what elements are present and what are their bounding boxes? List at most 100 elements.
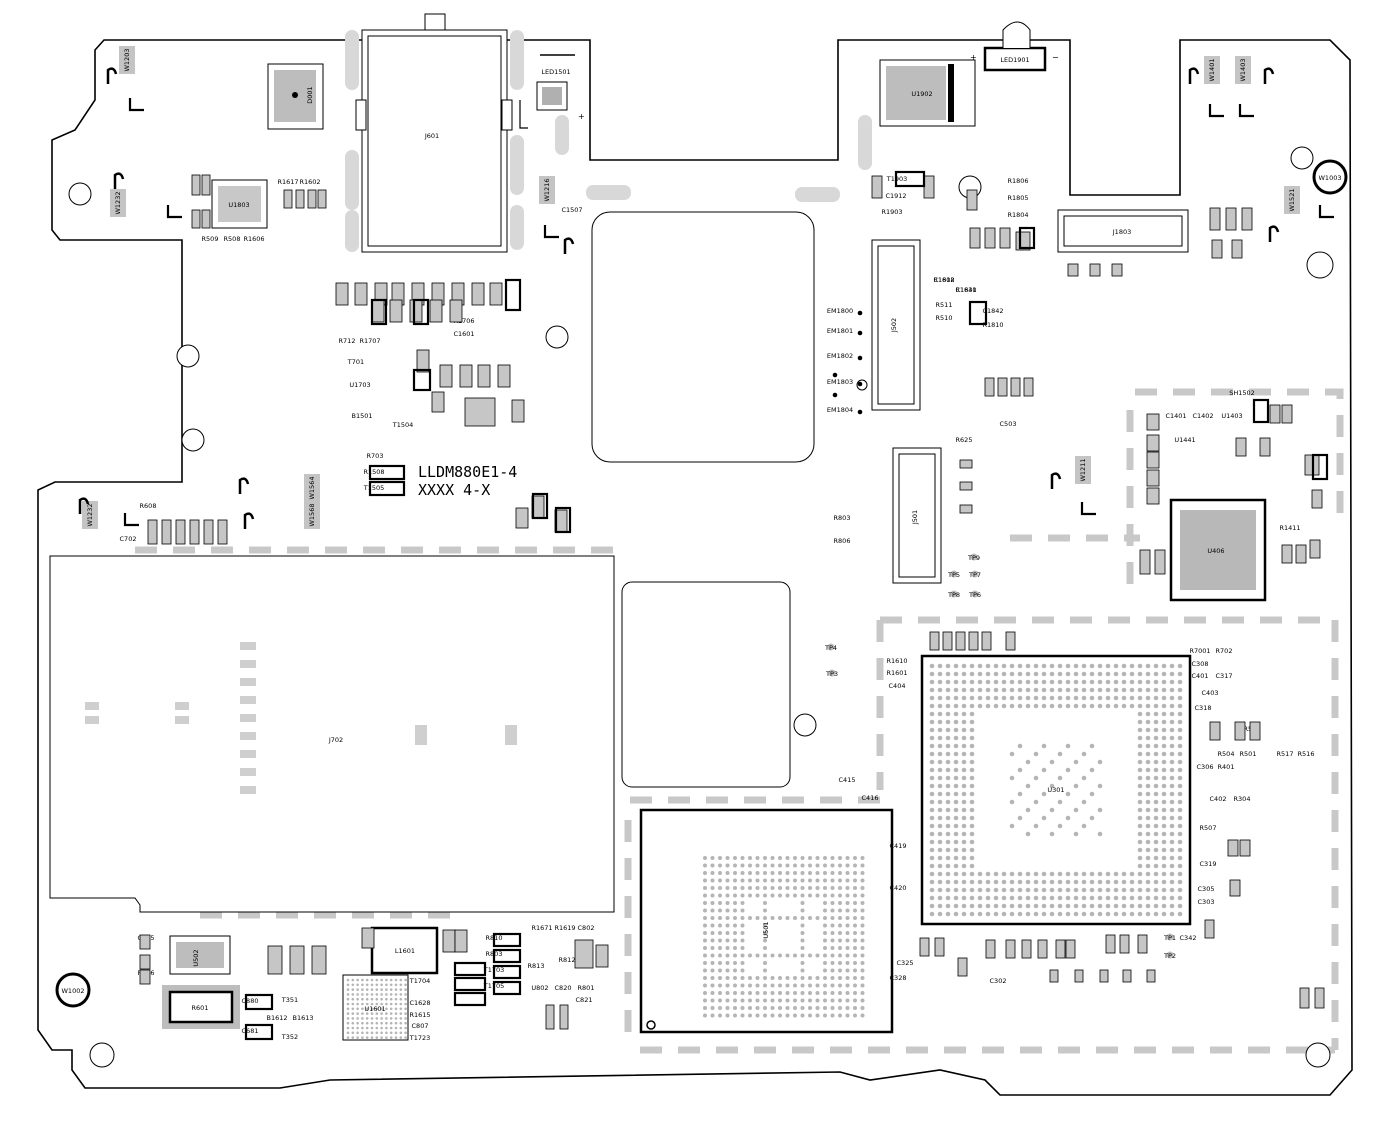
passive-footprint xyxy=(283,189,293,209)
svg-text:W1232: W1232 xyxy=(114,192,122,215)
shield-frame-bottom xyxy=(624,616,1339,1054)
component-t701: T701 xyxy=(347,358,364,366)
svg-text:C1818: C1818 xyxy=(933,276,954,284)
board-marking-line1: LLDM880E1-4 xyxy=(418,463,517,481)
passive-footprint xyxy=(1281,544,1293,564)
component-b1613: B1613 xyxy=(292,1014,313,1022)
passive-footprint xyxy=(1209,721,1221,741)
component-w1403: W1403 xyxy=(1235,56,1251,84)
component-u802: U802 xyxy=(531,984,548,992)
component-w1521: W1521 xyxy=(1284,186,1300,214)
svg-text:C821: C821 xyxy=(576,996,593,1004)
svg-text:R1903: R1903 xyxy=(881,208,902,216)
svg-text:R1706: R1706 xyxy=(453,317,474,325)
passive-footprint xyxy=(942,631,953,651)
passive-footprint xyxy=(511,399,525,423)
corner-mark xyxy=(543,225,559,239)
svg-text:R1806: R1806 xyxy=(1007,177,1028,185)
pin1-hook xyxy=(1263,67,1275,84)
passive-footprint xyxy=(1227,839,1239,857)
connector-j1803: J1803 xyxy=(1057,209,1189,253)
svg-text:C880: C880 xyxy=(242,997,259,1005)
l1601-label: L1601 xyxy=(395,947,415,955)
svg-text:C306: C306 xyxy=(1197,763,1214,771)
svg-text:R1619: R1619 xyxy=(554,924,575,932)
d001-label: D001 xyxy=(306,86,314,103)
passive-footprint xyxy=(923,175,935,199)
passive-footprint xyxy=(1146,434,1160,452)
svg-text:C503: C503 xyxy=(1000,420,1017,428)
component-em1801: EM1801 xyxy=(827,327,853,335)
passive-footprint xyxy=(1239,839,1251,857)
svg-text:T1504: T1504 xyxy=(392,421,414,429)
svg-text:EM1801: EM1801 xyxy=(827,327,853,335)
svg-text:W1568: W1568 xyxy=(308,504,316,527)
passive-footprint xyxy=(1234,721,1246,741)
corner-mark xyxy=(1318,205,1334,219)
svg-text:C305: C305 xyxy=(1198,885,1215,893)
component-c419: C419 xyxy=(890,842,907,850)
key-passive-outline xyxy=(244,993,274,1011)
passive-footprint xyxy=(267,945,283,975)
key-passive-outline xyxy=(368,464,406,481)
u1601-label: U1601 xyxy=(364,1005,385,1013)
svg-text:EM1802: EM1802 xyxy=(827,352,853,360)
component-t1504: T1504 xyxy=(392,421,414,429)
passive-footprint xyxy=(1067,263,1079,277)
component-c415: C415 xyxy=(839,776,856,784)
component-c318: C318 xyxy=(1195,704,1212,712)
svg-text:C416: C416 xyxy=(862,794,879,802)
key-passive-outline xyxy=(1018,226,1036,250)
passive-footprint xyxy=(999,227,1011,249)
passive-footprint xyxy=(203,519,214,545)
svg-text:R806: R806 xyxy=(834,537,851,545)
svg-text:T352: T352 xyxy=(281,1033,298,1041)
u1902-label: U1902 xyxy=(911,90,932,98)
svg-text:C401: C401 xyxy=(1192,672,1209,680)
svg-text:C319: C319 xyxy=(1200,860,1217,868)
corner-mark xyxy=(1208,104,1224,118)
svg-text:EM1804: EM1804 xyxy=(827,406,853,414)
key-passive-outline xyxy=(554,506,572,534)
passive-footprint xyxy=(389,299,403,323)
component-c401: C401 xyxy=(1192,672,1209,680)
passive-footprint xyxy=(595,944,609,968)
component-r501: R501 xyxy=(1240,750,1257,758)
svg-text:U1703: U1703 xyxy=(349,381,370,389)
component-r1619: R1619 xyxy=(554,924,575,932)
passive-footprint xyxy=(147,519,158,545)
connector-j501: J501 xyxy=(892,447,942,584)
key-passive-outline xyxy=(368,480,406,497)
svg-text:C1841: C1841 xyxy=(955,286,976,294)
svg-text:W1403: W1403 xyxy=(1239,59,1247,82)
svg-text:C303: C303 xyxy=(1198,898,1215,906)
passive-footprint xyxy=(515,507,529,529)
passive-footprint xyxy=(1021,939,1032,959)
passive-footprint xyxy=(1037,939,1048,959)
component-c1912: C1912 xyxy=(885,192,906,200)
passive-footprint xyxy=(1146,469,1160,487)
component-c342: C342 xyxy=(1180,934,1197,942)
passive-footprint xyxy=(201,174,211,196)
passive-footprint xyxy=(871,175,883,199)
component-c681: C681 xyxy=(242,1027,259,1035)
svg-text:W1203: W1203 xyxy=(123,49,131,72)
component-t1704: T1704 xyxy=(409,977,431,985)
svg-text:R1804: R1804 xyxy=(1007,211,1028,219)
u1803-label: U1803 xyxy=(228,201,249,209)
svg-text:C325: C325 xyxy=(897,959,914,967)
passive-footprint xyxy=(966,189,978,211)
key-passive-outline xyxy=(968,300,988,326)
svg-text:TP9: TP9 xyxy=(967,554,980,562)
board-marking-line2: XXXX 4-X xyxy=(418,481,490,499)
component-r1508: R1508 xyxy=(363,468,384,476)
svg-text:R517: R517 xyxy=(1277,750,1294,758)
passive-footprint xyxy=(1146,487,1160,505)
component-c317: C317 xyxy=(1216,672,1233,680)
plated-hole-w1002: W1002 xyxy=(55,972,91,1008)
passive-footprint xyxy=(1146,413,1160,431)
corner-mark xyxy=(1238,104,1254,118)
passive-footprint xyxy=(1099,969,1109,983)
j502-label: J502 xyxy=(890,318,898,333)
